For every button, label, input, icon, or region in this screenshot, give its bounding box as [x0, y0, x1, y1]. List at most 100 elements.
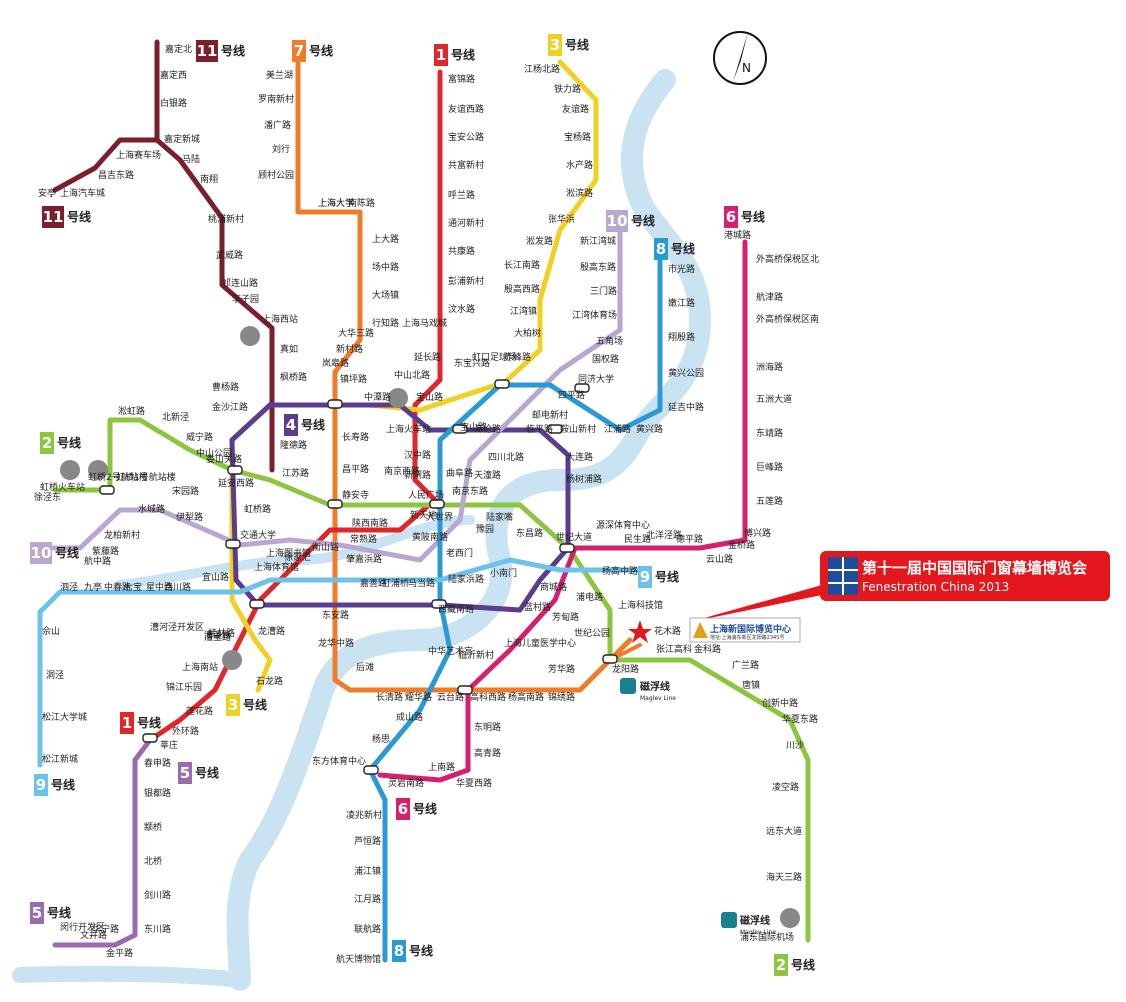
station-label: 五角场 — [596, 335, 623, 347]
line-label-text: 号线 — [51, 777, 75, 792]
station-label: 江月路 — [354, 893, 381, 905]
interchange-marker — [457, 685, 473, 695]
line-label-badge — [120, 712, 134, 734]
venue-name: 上海新国际博览中心 — [710, 623, 791, 635]
interchange-marker — [452, 424, 468, 434]
station-label: 淞滨路 — [566, 187, 593, 199]
station-label: 国权路 — [592, 353, 619, 365]
line-label-text: 号线 — [243, 697, 267, 712]
station-label: 虹桥路 — [244, 503, 271, 515]
station-label: 汉中路 — [404, 449, 431, 461]
line-label-badge — [606, 210, 628, 232]
station-label: 祁连山路 — [222, 277, 258, 289]
station-label: 佘山 — [42, 625, 60, 637]
station-label: 临平路 — [526, 423, 553, 435]
station-label: 金平路 — [106, 947, 133, 959]
station-label: 合川路 — [164, 581, 191, 593]
station-label: 联航路 — [354, 923, 381, 935]
station-label: 人民广场 — [408, 489, 444, 501]
station-label: 浦江镇 — [354, 865, 381, 877]
station-label: 商城路 — [540, 581, 567, 593]
station-label: 淞发路 — [526, 235, 553, 247]
station-label: 临沂新村 — [458, 649, 494, 661]
station-label: 七宝 — [124, 581, 142, 593]
station-label: 北洋泾路 — [646, 529, 682, 541]
station-label: 李子园 — [232, 293, 259, 305]
station-label: 交通大学 — [240, 529, 276, 541]
station-label: 小南门 — [490, 567, 517, 579]
station-label: 中潭路 — [364, 391, 391, 403]
station-label: 锦江乐园 — [166, 681, 202, 693]
interchange-marker — [227, 465, 243, 475]
station-label: 水城路 — [138, 503, 165, 515]
station-labels: 嘉定北嘉定西白银路嘉定新城马陆南翔桃浦新村武威路祁连山路李子园上海西站真如枫桥路… — [34, 43, 819, 965]
station-label: 赤峰路 — [504, 351, 531, 363]
line-label-number: 1 — [122, 714, 132, 732]
station-label: 天潼路 — [474, 469, 501, 481]
maglev-label: 磁浮线 — [740, 914, 770, 927]
station-label: 新村路 — [336, 343, 363, 355]
station-label: 新江湾城 — [580, 235, 616, 247]
station-label: 白银路 — [160, 97, 187, 109]
station-label: 虹桥2号航站楼 — [88, 471, 148, 483]
line-label-number: 3 — [228, 696, 238, 714]
station-label: 漕宝路 — [204, 631, 231, 643]
railway-station-icon — [240, 326, 260, 346]
interchange-marker — [574, 383, 590, 393]
interchange-marker — [431, 599, 447, 609]
line-10 — [42, 225, 623, 563]
maglev-label-en: Maglev Line — [740, 929, 776, 936]
maglev-label: 磁浮线 — [640, 680, 670, 693]
callout-pointer — [690, 585, 822, 622]
station-label: 宝山路 — [416, 391, 443, 403]
line-label-number: 6 — [398, 800, 408, 818]
station-label: 上海科技馆 — [618, 599, 663, 611]
station-label: 上海体育馆 — [254, 561, 299, 573]
station-label: 黄兴路 — [636, 423, 663, 435]
station-label: 虹口足球场 — [472, 351, 517, 363]
station-label: 陆家嘴 — [486, 511, 513, 523]
station-label: 广兰路 — [732, 659, 759, 671]
station-label: 五洲大道 — [756, 393, 792, 405]
station-label: 大柏树 — [514, 327, 541, 339]
station-label: 龙阳路 — [612, 663, 639, 675]
station-label: 静安寺 — [342, 489, 369, 501]
station-label: 威宁路 — [186, 431, 213, 443]
metro-lines — [37, 39, 811, 963]
station-label: 创新中路 — [762, 697, 798, 709]
line-label-badge — [178, 762, 192, 784]
station-label: 淞虹路 — [118, 405, 145, 417]
line-2 — [52, 417, 811, 943]
station-label: 世纪公园 — [574, 627, 610, 639]
station-label: 上海儿童医学中心 — [504, 637, 576, 649]
line-label-number: 11 — [197, 42, 218, 60]
station-label: 巨峰路 — [756, 461, 783, 473]
line-label-number: 5 — [180, 764, 190, 782]
station-label: 陆家浜路 — [448, 573, 484, 585]
station-label: 泗泾 — [60, 581, 78, 593]
station-label: 上海汽车城 — [60, 187, 105, 199]
interchange-marker — [225, 539, 241, 549]
station-label: 紫藤路 — [92, 545, 119, 557]
station-label: 同济大学 — [578, 373, 614, 385]
line-8 — [367, 257, 663, 963]
airport-icon — [780, 908, 800, 928]
station-label: 娄山关路 — [206, 453, 242, 465]
station-label: 潘广路 — [264, 119, 291, 131]
station-label: 中华艺术宫 — [428, 645, 473, 657]
station-label: 上海火车站 — [386, 423, 431, 435]
station-label: 文井路 — [80, 929, 107, 941]
line-label-text: 号线 — [67, 209, 91, 224]
station-label: 长江南路 — [504, 259, 540, 271]
station-label: 上海马戏城 — [402, 317, 447, 329]
station-label: 博兴路 — [744, 527, 771, 539]
line-label-number: 6 — [726, 208, 736, 226]
station-label: 川沙 — [786, 740, 804, 751]
compass-label: N — [742, 61, 751, 75]
compass-needle-icon — [733, 32, 748, 82]
line-label-badge — [226, 694, 240, 716]
line-label-badge — [30, 902, 44, 924]
line-label-badge — [34, 774, 48, 796]
compass-ring — [713, 31, 767, 85]
